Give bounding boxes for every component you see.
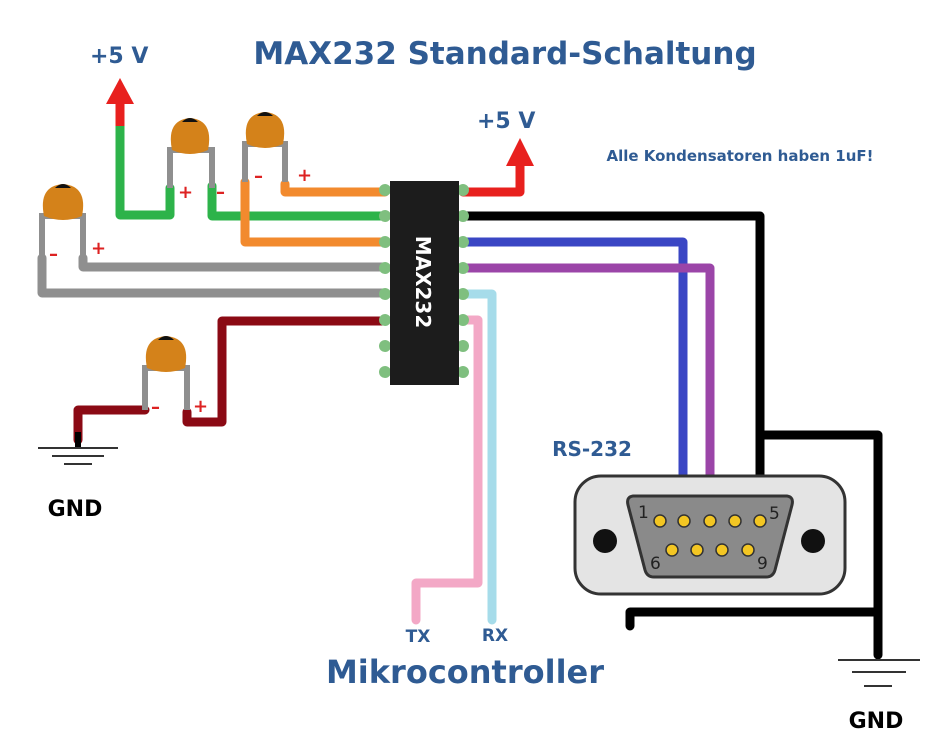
wire-green-vcc — [115, 120, 175, 220]
capacitor-c3: – + — [39, 184, 106, 265]
wire-black-shield — [625, 607, 883, 631]
svg-text:–: – — [254, 166, 263, 187]
svg-text:+: + — [193, 396, 208, 417]
gnd-left-symbol — [38, 447, 118, 465]
gnd-right-label: GND — [849, 709, 904, 734]
wire-purple — [458, 263, 715, 525]
gnd-left-label: GND — [48, 497, 103, 522]
vcc-left-label: +5 V — [90, 44, 148, 69]
capacitor-c2: – + — [242, 112, 312, 187]
capacitor-c4: – + — [142, 336, 208, 418]
pin-1-label: 1 — [638, 503, 649, 523]
wire-green-pin2 — [207, 181, 390, 221]
capacitor-note: Alle Kondensatoren haben 1uF! — [606, 147, 873, 165]
tx-label: TX — [406, 627, 431, 647]
diagram-title: MAX232 Standard-Schaltung — [253, 36, 756, 72]
wire-tx — [411, 315, 483, 625]
wire-blue — [458, 237, 688, 525]
mcu-label: Mikrocontroller — [326, 653, 604, 691]
max232-chip: MAX232 — [379, 181, 469, 385]
svg-text:+: + — [297, 165, 312, 186]
wire-orange-pin3 — [240, 177, 390, 247]
capacitor-c1: + – — [167, 118, 225, 203]
connector-label: RS-232 — [552, 437, 632, 461]
pin-5-label: 5 — [769, 504, 780, 524]
pin-6-label: 6 — [650, 554, 661, 574]
svg-text:–: – — [151, 397, 160, 418]
chip-label: MAX232 — [411, 236, 435, 329]
db9-connector: 1 5 6 9 — [573, 474, 847, 596]
wire-darkred-pin6 — [182, 316, 390, 427]
wire-grey-pin5 — [37, 253, 390, 298]
wire-black-gnd2 — [755, 430, 883, 660]
vcc-right-arrow-icon — [506, 138, 534, 166]
vcc-right-label: +5 V — [477, 109, 535, 134]
wire-black-gnd — [458, 211, 765, 525]
wires-left — [37, 120, 390, 448]
vcc-left-arrow-icon — [106, 78, 134, 104]
wire-orange-pin1 — [280, 179, 390, 197]
wire-grey-pin4 — [78, 253, 390, 272]
pin-9-label: 9 — [757, 554, 768, 574]
svg-text:–: – — [216, 182, 225, 203]
svg-text:+: + — [91, 238, 106, 259]
wire-darkred-gnd — [73, 405, 150, 445]
wire-rx — [458, 289, 497, 625]
wires-right — [411, 155, 883, 660]
wire-red-vcc — [458, 155, 525, 197]
gnd-right-symbol — [838, 659, 920, 687]
svg-text:+: + — [178, 182, 193, 203]
svg-text:–: – — [49, 244, 58, 265]
rx-label: RX — [482, 626, 508, 646]
